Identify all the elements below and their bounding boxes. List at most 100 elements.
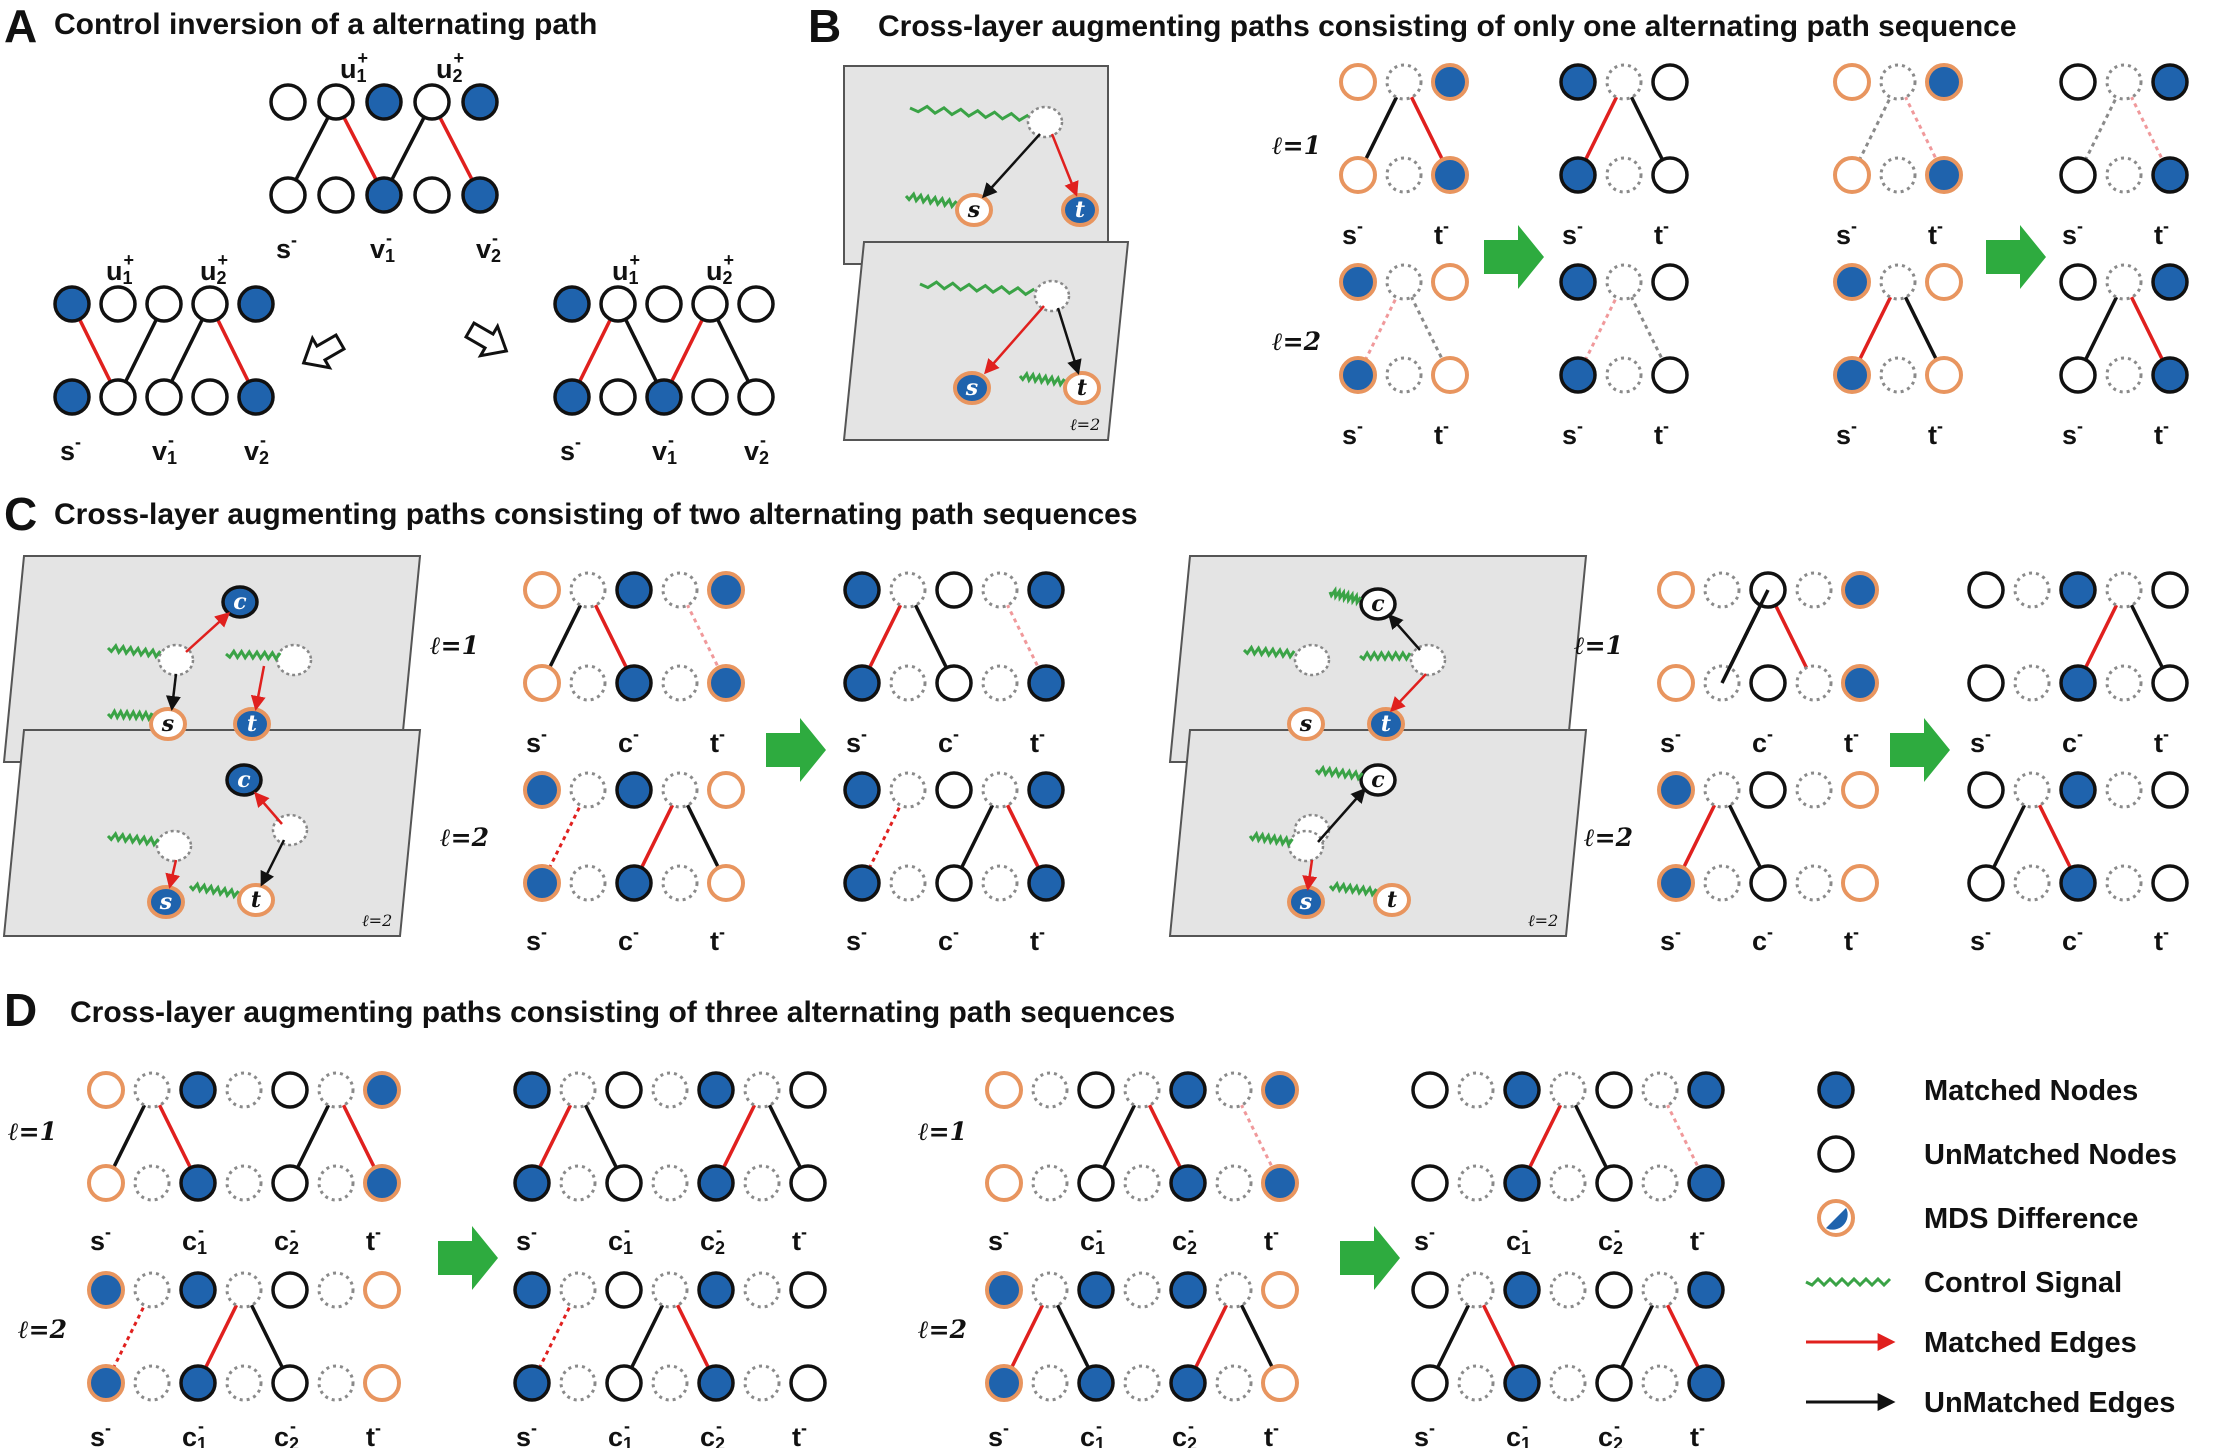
unmatched-node — [1595, 1164, 1633, 1202]
layer-node — [1359, 587, 1397, 621]
hidden-node — [133, 1364, 171, 1402]
node-label: s- — [526, 724, 547, 758]
node-label: t- — [710, 724, 725, 758]
unmatched-node — [271, 1071, 309, 1109]
matched-node — [461, 176, 499, 214]
mds-node — [1833, 63, 1871, 101]
node-label: t- — [1928, 416, 1943, 450]
hidden-node — [569, 771, 607, 809]
unmatched-node — [1651, 356, 1689, 394]
layer-node — [1373, 883, 1411, 917]
matched-node — [697, 1164, 735, 1202]
node-label: c1- — [1506, 1416, 1531, 1448]
hidden-node — [1795, 771, 1833, 809]
node-label: u1+ — [612, 250, 640, 288]
hidden-node — [1457, 1164, 1495, 1202]
unmatched-node — [645, 285, 683, 323]
layer-node — [155, 829, 193, 863]
hidden-node — [569, 571, 607, 609]
panel-title-c: Cross-layer augmenting paths consisting … — [54, 498, 1138, 531]
layer-node — [1409, 643, 1447, 677]
node-label: v2- — [244, 430, 269, 468]
matched-node — [1077, 1364, 1115, 1402]
hidden-node — [1215, 1271, 1253, 1309]
unmatched-node — [317, 83, 355, 121]
node-label: s- — [2062, 216, 2083, 250]
unmatched-node — [789, 1164, 827, 1202]
hidden-node — [1795, 664, 1833, 702]
layer-label: ℓ=2 — [918, 1315, 967, 1344]
hidden-node — [133, 1071, 171, 1109]
matched-edge-arrow — [250, 665, 266, 711]
layer-label: ℓ=2 — [1584, 823, 1633, 852]
matched-edge-arrow — [165, 859, 181, 889]
matched-mds-node — [87, 1364, 125, 1402]
matched-node — [1559, 263, 1597, 301]
node-label: t- — [1434, 216, 1449, 250]
layer-node-label: t — [251, 887, 261, 913]
control-signal — [1328, 586, 1362, 607]
node-label: s- — [1414, 1222, 1435, 1256]
unmatched-node — [99, 378, 137, 416]
control-signal — [1242, 644, 1296, 660]
node-label: s- — [276, 230, 297, 264]
layer-node-label: c — [1371, 591, 1385, 617]
unmatched-node — [1967, 771, 2005, 809]
node-label: c2- — [1598, 1416, 1623, 1448]
hidden-node — [317, 1071, 355, 1109]
unmatched-node — [271, 1164, 309, 1202]
mds-node — [1841, 771, 1879, 809]
matched-node — [365, 176, 403, 214]
layer-node-label: s — [967, 197, 980, 223]
node-label: v2- — [476, 228, 501, 266]
control-signal — [1018, 370, 1066, 388]
matched-node — [615, 571, 653, 609]
hidden-node — [661, 571, 699, 609]
green-arrow — [766, 718, 826, 782]
hidden-node — [1641, 1364, 1679, 1402]
layer-node-label: s — [161, 711, 174, 737]
control-signal — [106, 643, 162, 660]
legend-matched-label: Matched Nodes — [1924, 1075, 2138, 1107]
mds-node — [707, 771, 745, 809]
node-label: t- — [1654, 416, 1669, 450]
unmatched-node — [789, 1271, 827, 1309]
node-label: v1- — [152, 430, 177, 468]
unmatched-node — [935, 864, 973, 902]
matched-node — [1687, 1071, 1725, 1109]
node-label: t- — [1844, 724, 1859, 758]
matched-node — [179, 1364, 217, 1402]
matched-node — [1503, 1364, 1541, 1402]
matched-node — [1077, 1271, 1115, 1309]
hidden-node — [225, 1071, 263, 1109]
matched-node — [843, 864, 881, 902]
unmatched-edge — [1658, 1089, 1708, 1184]
matched-edge-arrow — [254, 791, 283, 825]
unmatched-node — [2059, 63, 2097, 101]
node-label: s- — [1836, 216, 1857, 250]
unmatched-edge-arrow — [981, 133, 1041, 199]
control-signal — [1314, 764, 1364, 782]
layer-node-label: t — [247, 711, 257, 737]
green-arrow — [1484, 225, 1544, 289]
node-label: s- — [560, 432, 581, 466]
panel-label-b: B — [808, 0, 841, 52]
unmatched-edge-arrow — [1317, 787, 1366, 843]
hidden-node — [1031, 1271, 1069, 1309]
hidden-node — [1123, 1164, 1161, 1202]
control-signal — [909, 104, 1030, 123]
mds-node — [1925, 263, 1963, 301]
unmatched-edge — [1402, 281, 1452, 376]
hidden-node — [569, 664, 607, 702]
node-label: c- — [2062, 922, 2083, 956]
matched-node — [615, 664, 653, 702]
matched-mds-node — [363, 1164, 401, 1202]
unmatched-node — [271, 1364, 309, 1402]
mds-node — [363, 1271, 401, 1309]
matched-mds-node — [1657, 864, 1695, 902]
hidden-node — [1385, 156, 1423, 194]
hidden-node — [2105, 156, 2143, 194]
mds-node — [1261, 1364, 1299, 1402]
matched-node — [843, 571, 881, 609]
matched-node — [697, 1271, 735, 1309]
